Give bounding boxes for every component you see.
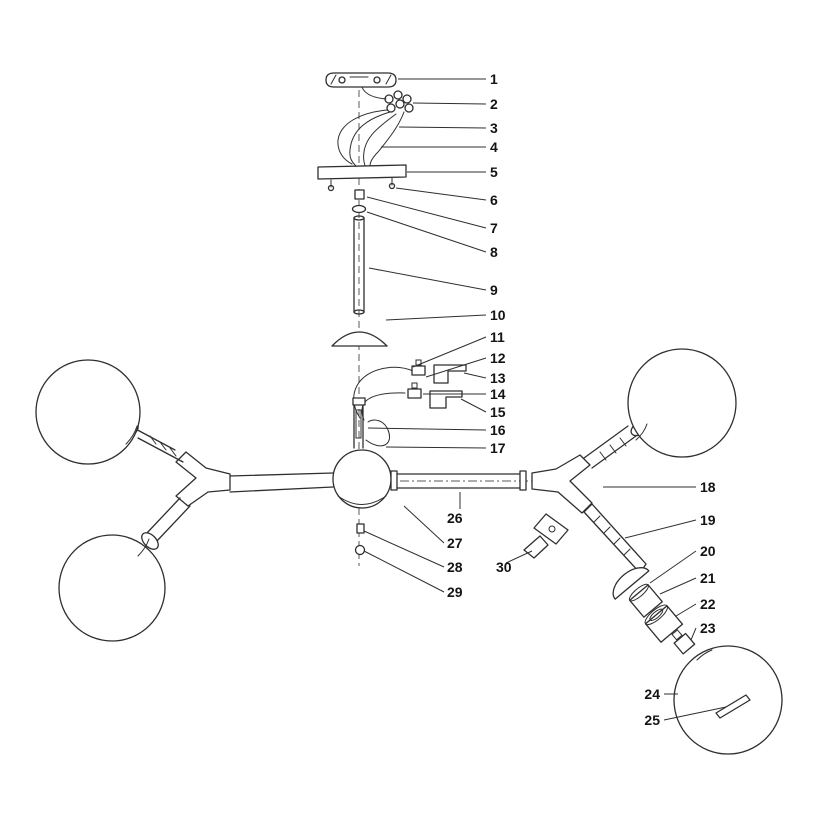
part-label-18: 18 xyxy=(700,479,716,495)
part-label-23: 23 xyxy=(700,620,716,636)
right-horizontal-arm xyxy=(390,470,536,491)
part-11-17-wiring-assembly xyxy=(352,359,467,449)
part-label-9: 9 xyxy=(490,282,498,298)
part-25-glass-insert xyxy=(715,694,751,719)
part-5-mounting-plate xyxy=(317,164,407,192)
part-label-11: 11 xyxy=(490,329,505,345)
leader-line-15 xyxy=(460,398,487,413)
part-label-8: 8 xyxy=(490,244,498,260)
leader-line-13 xyxy=(463,372,487,379)
part-23-socket-insert xyxy=(671,629,696,655)
part-label-5: 5 xyxy=(490,164,498,180)
part-upper-left-globe xyxy=(35,359,141,465)
part-label-22: 22 xyxy=(700,596,716,612)
part-label-27: 27 xyxy=(447,535,463,551)
part-label-25: 25 xyxy=(644,712,660,728)
left-arm-and-fork xyxy=(175,451,334,507)
part-18-right-fork xyxy=(531,454,593,514)
part-label-26: 26 xyxy=(447,510,463,526)
part-label-19: 19 xyxy=(700,512,716,528)
part-17-wire-loop xyxy=(365,419,390,447)
leader-line-29 xyxy=(363,550,445,593)
part-label-13: 13 xyxy=(490,370,506,386)
part-upper-right-globe xyxy=(627,348,737,458)
leader-line-20 xyxy=(649,550,697,584)
part-label-20: 20 xyxy=(700,543,716,559)
part-label-28: 28 xyxy=(447,559,463,575)
part-label-15: 15 xyxy=(490,404,506,420)
part-label-7: 7 xyxy=(490,220,498,236)
part-7-nipple xyxy=(354,189,365,200)
part-label-1: 1 xyxy=(490,71,498,87)
leader-line-21 xyxy=(659,577,697,595)
leader-line-23 xyxy=(690,627,697,641)
leader-line-6 xyxy=(395,187,487,201)
part-21-sleeve xyxy=(628,583,663,618)
part-6-screw-left xyxy=(327,184,335,192)
leader-line-2 xyxy=(412,102,487,105)
part-label-24: 24 xyxy=(644,686,660,702)
leader-line-25 xyxy=(663,706,727,721)
part-lower-left-globe xyxy=(58,534,166,642)
part-17-wire-upper xyxy=(361,392,406,421)
part-left-fork xyxy=(175,451,231,507)
part-14-connector-screw xyxy=(407,382,422,399)
leader-line-7 xyxy=(366,196,487,229)
part-30-spare-fork xyxy=(523,513,569,559)
leader-line-30 xyxy=(505,550,533,564)
part-label-4: 4 xyxy=(490,139,498,155)
part-20-end-cap xyxy=(612,567,650,600)
part-24-detached-globe xyxy=(673,645,783,755)
leader-line-8 xyxy=(366,211,487,253)
leader-lines xyxy=(363,78,727,721)
leader-line-22 xyxy=(675,603,697,617)
leader-line-3 xyxy=(398,126,487,129)
lower-left-arm-assembly xyxy=(58,497,191,642)
part-label-29: 29 xyxy=(447,584,463,600)
part-2-terminal-block xyxy=(361,86,414,113)
part-label-10: 10 xyxy=(490,307,506,323)
central-hub-body xyxy=(332,449,392,509)
part-label-2: 2 xyxy=(490,96,498,112)
part-8-ring-nut xyxy=(351,204,367,214)
leader-line-11 xyxy=(412,336,487,368)
upper-right-arm-assembly xyxy=(583,348,737,469)
part-label-30: 30 xyxy=(496,559,512,575)
leader-line-17 xyxy=(385,446,487,449)
part-13-clamp-bracket xyxy=(433,364,467,384)
part-6-screw-right xyxy=(388,182,396,190)
part-22-lamp-socket xyxy=(644,604,684,643)
part-1-ceiling-bracket xyxy=(325,72,397,88)
part-label-21: 21 xyxy=(700,570,716,586)
part-label-12: 12 xyxy=(490,350,506,366)
leader-line-12 xyxy=(425,357,487,378)
leader-line-10 xyxy=(385,314,487,321)
leader-line-16 xyxy=(367,427,487,431)
part-9-stem-tube xyxy=(353,215,365,315)
part-number-labels: 1 2 3 4 5 6 7 8 9 10 11 12 13 14 15 16 1… xyxy=(447,71,716,728)
part-12-connector-screw xyxy=(411,359,426,376)
part-label-3: 3 xyxy=(490,120,498,136)
part-16-inner-tube xyxy=(352,397,366,449)
part-3-4-wires xyxy=(337,109,405,167)
part-label-14: 14 xyxy=(490,386,506,402)
leader-line-28 xyxy=(363,530,445,568)
part-label-6: 6 xyxy=(490,192,498,208)
part-label-17: 17 xyxy=(490,440,506,456)
leader-line-9 xyxy=(368,267,487,291)
part-29-ball-finial xyxy=(354,544,366,556)
part-19-lower-right-rod xyxy=(583,503,647,574)
upper-left-arm-assembly xyxy=(35,359,184,465)
part-10-canopy xyxy=(331,331,388,347)
leader-line-27 xyxy=(403,505,445,544)
part-28-screw xyxy=(356,523,365,534)
part-15-clamp-bracket xyxy=(429,390,463,409)
part-label-16: 16 xyxy=(490,422,506,438)
leader-line-19 xyxy=(624,519,697,539)
